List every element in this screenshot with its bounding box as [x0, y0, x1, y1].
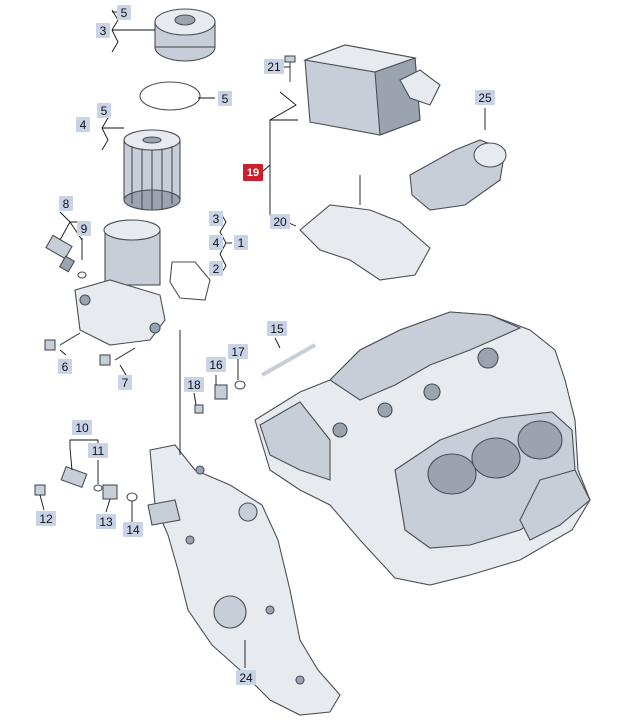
callout-20: 20	[270, 214, 290, 229]
svg-text:5: 5	[101, 104, 108, 118]
callout-5c: 5	[97, 103, 111, 118]
plug-13	[102, 484, 118, 500]
callout-18: 18	[184, 377, 204, 392]
svg-text:16: 16	[209, 358, 223, 372]
sensor-seal	[77, 271, 87, 279]
oil-cooler	[302, 44, 441, 136]
callout-4a: 4	[76, 117, 90, 132]
callout-2: 2	[209, 261, 223, 276]
svg-text:8: 8	[63, 197, 70, 211]
bolt-6	[44, 332, 81, 351]
sensor-10	[60, 465, 88, 489]
callout-3b: 3	[209, 211, 223, 226]
oil-filter-element	[123, 129, 181, 211]
svg-text:14: 14	[126, 523, 140, 537]
svg-text:5: 5	[121, 6, 128, 20]
part-16	[214, 384, 228, 400]
svg-text:5: 5	[222, 92, 229, 106]
svg-text:4: 4	[213, 236, 220, 250]
svg-text:12: 12	[39, 512, 53, 526]
svg-text:15: 15	[270, 322, 284, 336]
callout-11: 11	[88, 443, 108, 458]
svg-text:21: 21	[267, 60, 281, 74]
svg-text:18: 18	[187, 378, 201, 392]
callout-5a: 5	[117, 5, 131, 20]
svg-text:20: 20	[273, 215, 287, 229]
bolt-7	[99, 347, 136, 366]
callout-3a: 3	[96, 23, 110, 38]
callout-9: 9	[77, 221, 91, 236]
svg-text:24: 24	[239, 671, 253, 685]
oil-spray-jet	[261, 343, 316, 377]
callout-10: 10	[72, 420, 92, 435]
callout-5b: 5	[218, 91, 232, 106]
thermostat-housing	[409, 139, 507, 211]
seal-17	[234, 380, 246, 390]
callout-8: 8	[59, 196, 73, 211]
svg-text:9: 9	[81, 222, 88, 236]
oil-filter-housing	[74, 219, 166, 346]
svg-text:1: 1	[238, 236, 245, 250]
o-ring	[139, 81, 201, 111]
bolt-21	[284, 55, 296, 82]
callout-6: 6	[58, 359, 72, 374]
callout-21: 21	[264, 59, 284, 74]
svg-text:6: 6	[62, 360, 69, 374]
seal-11	[93, 484, 103, 492]
callout-7: 7	[118, 375, 132, 390]
callout-12: 12	[36, 511, 56, 526]
seal-14	[126, 492, 138, 502]
callout-16: 16	[206, 357, 226, 372]
callout-19: 19	[243, 164, 263, 181]
svg-text:2: 2	[213, 262, 220, 276]
svg-text:17: 17	[231, 345, 245, 359]
callout-15: 15	[267, 321, 287, 336]
callout-24: 24	[236, 670, 256, 685]
callout-4b: 4	[209, 235, 223, 250]
oil-filter-cap	[154, 8, 216, 62]
housing-gasket	[169, 261, 211, 301]
svg-text:13: 13	[99, 515, 113, 529]
leader-lines	[39, 9, 486, 668]
pressure-sensor	[45, 234, 76, 273]
svg-text:4: 4	[80, 118, 87, 132]
svg-text:11: 11	[92, 444, 105, 458]
callout-25: 25	[475, 90, 495, 105]
callout-14: 14	[123, 522, 143, 537]
svg-text:3: 3	[100, 24, 107, 38]
cooler-gasket	[299, 204, 431, 281]
svg-text:3: 3	[213, 212, 220, 226]
callout-1: 1	[234, 235, 248, 250]
callout-13: 13	[96, 514, 116, 529]
timing-cover	[147, 444, 341, 716]
svg-text:19: 19	[247, 167, 259, 179]
svg-text:7: 7	[122, 376, 129, 390]
bolt-18	[194, 404, 204, 414]
bolt-12	[34, 484, 46, 496]
callout-17: 17	[228, 344, 248, 359]
svg-text:25: 25	[478, 91, 492, 105]
svg-text:10: 10	[75, 421, 89, 435]
engine-block	[254, 311, 591, 586]
